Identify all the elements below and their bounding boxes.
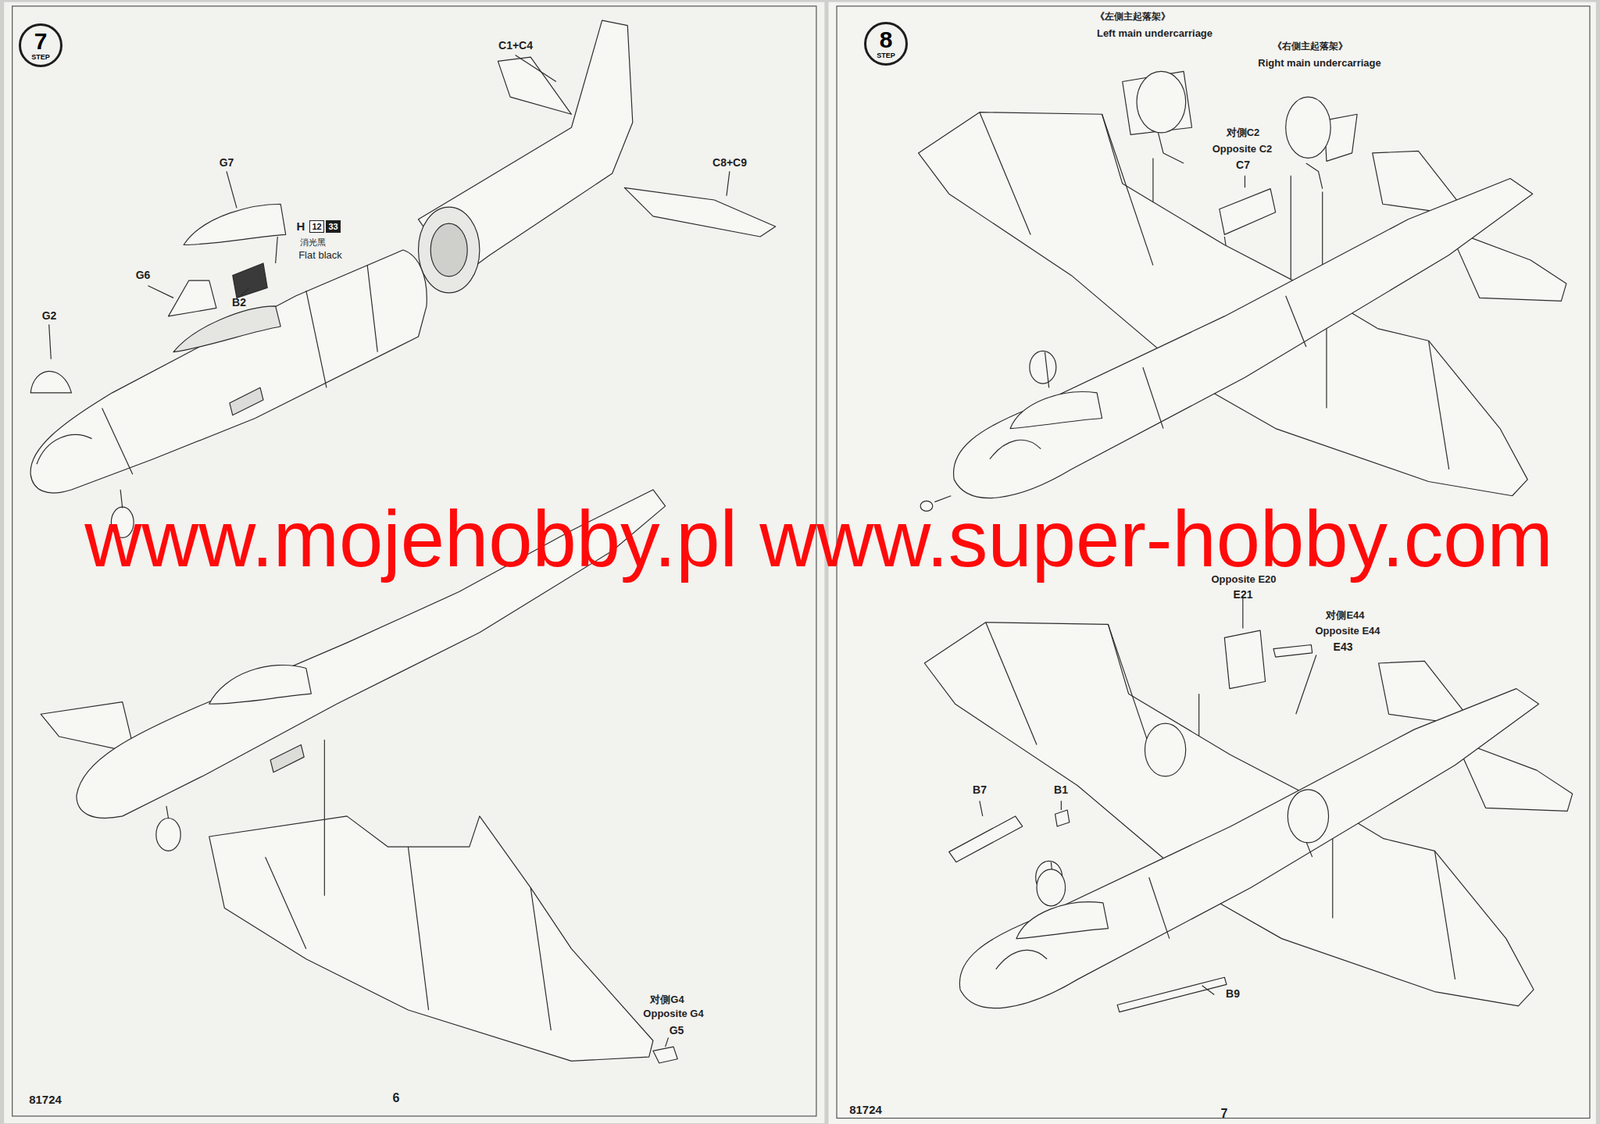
- nose-strut: [166, 806, 169, 819]
- part-b7: [949, 816, 1023, 863]
- wing-panel-line: [265, 846, 552, 1031]
- nosecone-g2: [30, 371, 72, 393]
- kit-number: 81724: [849, 1103, 883, 1118]
- color-code-box: 33: [325, 220, 341, 233]
- tail-plane-right: [624, 187, 775, 237]
- page-number: 6: [392, 1091, 400, 1106]
- step-word: STEP: [876, 52, 896, 60]
- gear-door-left: [1122, 71, 1193, 135]
- color-code: 12: [311, 222, 322, 232]
- gear-strut-right: [1306, 163, 1323, 190]
- fuselage-front: [30, 250, 427, 493]
- step-badge: 7STEP: [18, 23, 63, 68]
- exhaust: [418, 207, 480, 293]
- part-note: Opposite E44: [1314, 625, 1380, 637]
- leader-line: [49, 55, 730, 360]
- paint-name: 消光黑: [300, 237, 326, 247]
- part-c7: [1219, 189, 1276, 236]
- part-number: G5: [669, 1025, 685, 1037]
- main-wheel-left: [1136, 71, 1186, 133]
- nose-strut: [1044, 352, 1049, 389]
- nose-wheel: [1029, 350, 1057, 384]
- paint-name: Flat black: [298, 250, 343, 261]
- assembly-line: [324, 739, 325, 897]
- wingtip-g5: [653, 1046, 678, 1064]
- intake-vent: [270, 744, 304, 772]
- part-note: Opposite C2: [1212, 143, 1273, 155]
- part-number: C8+C9: [712, 157, 747, 169]
- color-code: 33: [328, 222, 338, 232]
- canopy: [1010, 392, 1103, 429]
- wing: [209, 816, 654, 1061]
- paint-code: H: [296, 220, 306, 234]
- page-number: 7: [1221, 1107, 1229, 1122]
- canopy-g7: [183, 203, 286, 245]
- aircraft-drawing: [918, 112, 1567, 499]
- gear-door-e21: [1224, 630, 1265, 689]
- part-number: B2: [232, 296, 247, 309]
- step-badge: 8STEP: [864, 21, 908, 66]
- part-number: G2: [42, 310, 58, 322]
- headrest-b2: [232, 263, 268, 298]
- nose-cap: [36, 435, 93, 465]
- nose-wheel: [1036, 869, 1066, 907]
- part-number: C7: [1235, 159, 1250, 172]
- assembly-heading: Right main undercarriage: [1257, 57, 1381, 69]
- part-number: G7: [219, 157, 235, 169]
- part-number: G6: [135, 269, 151, 282]
- exhaust-inner: [430, 223, 468, 277]
- canopy: [1016, 902, 1109, 940]
- color-code-box: 12: [309, 220, 325, 233]
- aircraft-drawing: [1036, 723, 1329, 907]
- canopy: [209, 664, 312, 704]
- gear-strut-left: [1157, 132, 1184, 164]
- part-e43: [1273, 644, 1313, 658]
- part-note: 对側C2: [1226, 127, 1261, 139]
- nose-wheel: [156, 818, 181, 852]
- part-number: B9: [1225, 988, 1240, 1000]
- panel-line: [102, 265, 379, 475]
- part-b1: [1055, 810, 1070, 827]
- assembly-heading: 《右側主起落架》: [1272, 41, 1348, 52]
- assembly-heading: Left main undercarriage: [1096, 28, 1213, 40]
- step-word: STEP: [31, 53, 50, 61]
- part-b9: [1117, 977, 1227, 1012]
- aircraft-drawing: [924, 622, 1572, 1009]
- part-number: C1+C4: [498, 39, 533, 52]
- intake-vent: [229, 387, 264, 415]
- windscreen-g6: [168, 280, 217, 317]
- part-number: B7: [972, 784, 987, 797]
- kit-number: 81724: [28, 1093, 62, 1108]
- panel-line: [996, 806, 1313, 970]
- part-number: E21: [1233, 589, 1254, 601]
- main-wheel-right: [1285, 96, 1331, 158]
- leader-line: [665, 1037, 669, 1047]
- panel-line: [989, 296, 1307, 460]
- part-number: E43: [1333, 641, 1354, 654]
- part-note: Opposite E20: [1210, 574, 1276, 586]
- part-note: Opposite G4: [642, 1008, 704, 1020]
- fuselage: [959, 689, 1539, 1009]
- step-number: 7: [34, 29, 48, 54]
- main-wheel: [1144, 723, 1186, 777]
- main-wheel: [1287, 789, 1329, 843]
- step-number: 8: [879, 28, 893, 52]
- assembly-heading: 《左側主起落架》: [1095, 11, 1171, 22]
- part-number: B1: [1053, 784, 1068, 797]
- part-note: 对側E44: [1325, 610, 1365, 622]
- illustration: [30, 20, 1573, 1064]
- watermark: www.mojehobby.pl www.super-hobby.com: [84, 495, 1554, 583]
- part-note: 对側G4: [650, 994, 684, 1006]
- rear-fuselage: [418, 20, 633, 278]
- fuselage: [953, 178, 1533, 499]
- tail-plane-left: [497, 57, 572, 115]
